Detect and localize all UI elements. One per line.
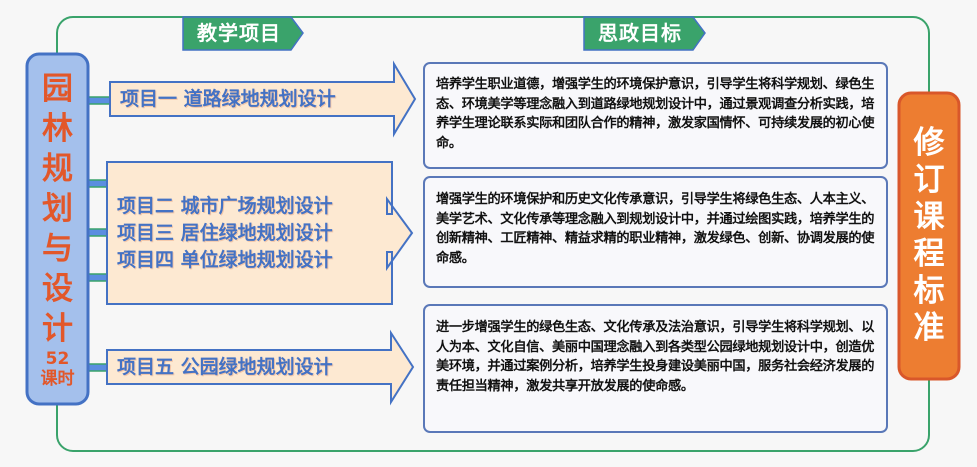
goal-box-3 — [423, 304, 888, 433]
course-char: 园 — [42, 71, 73, 107]
project-2-4-arrow — [106, 161, 414, 305]
course-hours-number: 52 — [45, 349, 70, 369]
standard-char: 程 — [913, 236, 945, 272]
project-2-label: 项目二 城市广场规划设计 — [117, 195, 333, 217]
standard-char: 订 — [913, 162, 945, 198]
project-1-label: 项目一 道路绿地规划设计 — [120, 88, 336, 110]
course-hours-unit: 课时 — [40, 369, 75, 389]
course-title: 园 林 规 划 与 设 计 52 课时 — [27, 54, 88, 404]
connector-1 — [87, 96, 113, 105]
standard-label: 修 订 课 程 标 准 — [898, 92, 960, 380]
goal-3-text: 进一步增强学生的绿色生态、文化传承及法治意识，引导学生将科学规划、以人为本、文化… — [436, 320, 875, 394]
course-char: 规 — [42, 151, 73, 187]
course-box — [25, 52, 90, 406]
course-char: 林 — [42, 111, 73, 147]
standard-box — [897, 91, 961, 381]
goals-tag-shape — [583, 16, 706, 51]
course-char: 划 — [42, 191, 73, 227]
standard-char: 课 — [913, 199, 945, 235]
project-4-label: 项目四 单位绿地规划设计 — [117, 249, 333, 271]
standard-char: 准 — [913, 310, 945, 346]
project-5-label: 项目五 公园绿地规划设计 — [117, 356, 333, 378]
goal-box-2 — [423, 176, 888, 288]
standard-char: 标 — [913, 273, 945, 309]
course-char: 与 — [42, 231, 73, 267]
goals-tag: 思政目标 — [598, 21, 682, 45]
projects-tag: 教学项目 — [197, 21, 281, 45]
course-char: 设 — [42, 271, 73, 307]
goal-1-text: 培养学生职业道德，增强学生的环境保护意识，引导学生将科学规划、绿色生态、环境美学… — [436, 77, 875, 151]
goal-2-text: 增强学生的环境保护和历史文化传承意识，引导学生将绿色生态、人本主义、美学艺术、文… — [436, 192, 875, 266]
projects-tag-shape — [182, 16, 304, 51]
project-1-arrow — [109, 60, 417, 138]
goal-box-1 — [423, 62, 888, 169]
course-char: 计 — [42, 311, 73, 347]
standard-char: 修 — [913, 125, 945, 161]
project-3-label: 项目三 居住绿地规划设计 — [117, 222, 333, 244]
project-5-arrow — [106, 329, 415, 406]
